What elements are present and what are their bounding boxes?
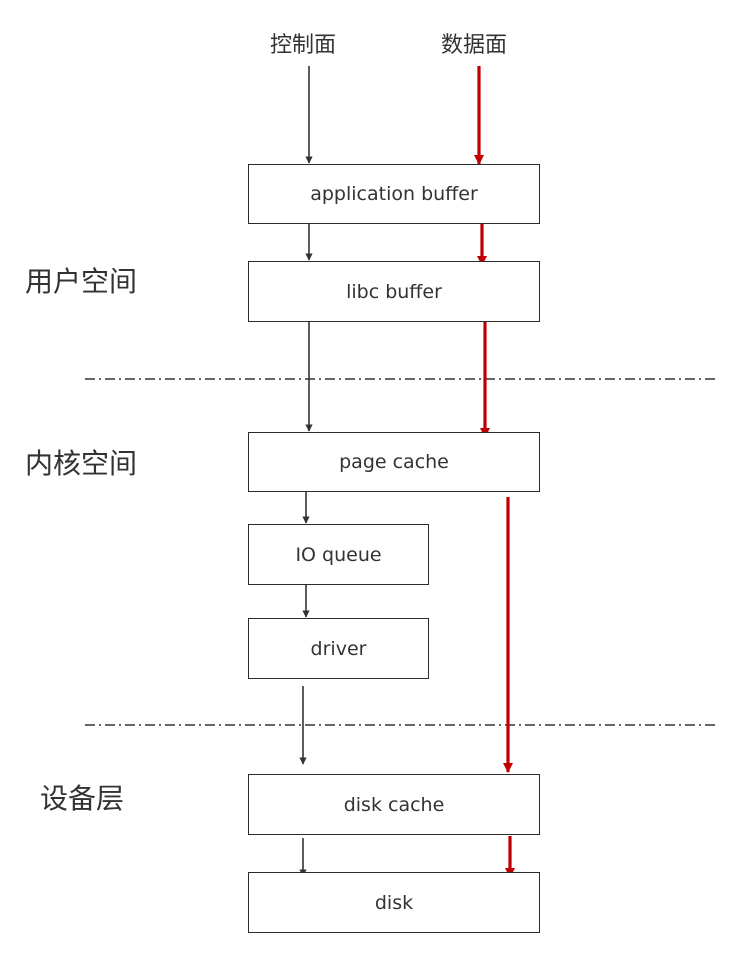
disk-cache-label: disk cache (343, 793, 445, 816)
disk-cache-box: disk cache (248, 774, 540, 835)
io-queue-box: IO queue (248, 524, 429, 585)
driver-box: driver (248, 618, 429, 679)
application-buffer-label: application buffer (310, 183, 478, 205)
data-plane-label: 数据面 (441, 33, 508, 58)
kernel-space-label: 内核空间 (25, 447, 138, 480)
page-cache-label: page cache (339, 451, 449, 473)
device-layer-label: 设备层 (40, 782, 125, 815)
driver-label: driver (310, 637, 367, 660)
control-plane-label: 控制面 (270, 33, 337, 58)
disk-label: disk (374, 891, 414, 914)
io-queue-label: IO queue (295, 543, 382, 566)
disk-box: disk (248, 872, 540, 933)
libc-buffer-box: libc buffer (248, 261, 540, 322)
user-space-label: 用户空间 (25, 265, 138, 298)
libc-buffer-label: libc buffer (346, 280, 442, 303)
application-buffer-box: application buffer (248, 164, 540, 224)
page-cache-box: page cache (248, 432, 540, 492)
